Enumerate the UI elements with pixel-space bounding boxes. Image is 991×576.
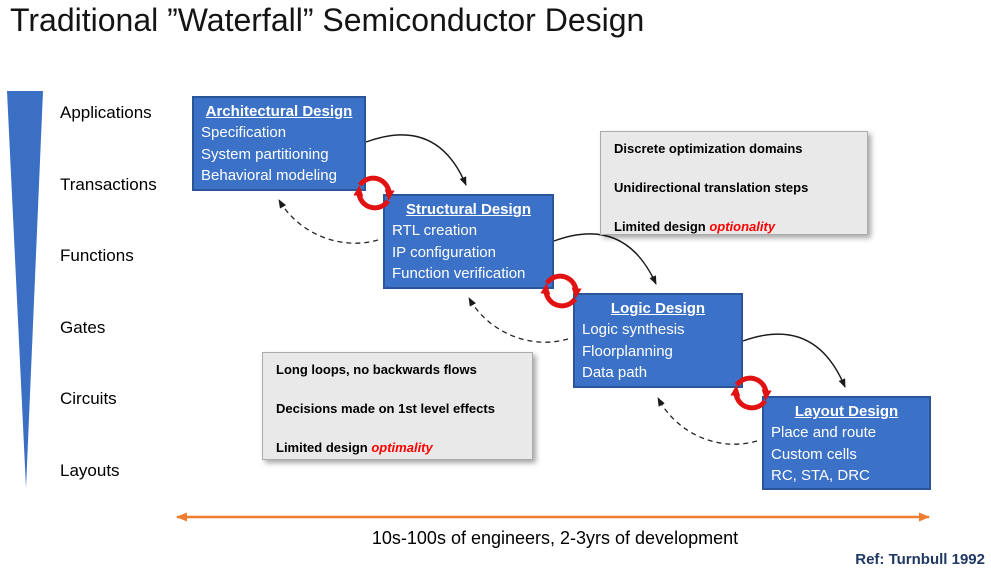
forward-arrow-3 (742, 333, 846, 388)
note-line: Long loops, no backwards flows (276, 362, 477, 377)
note-line: Unidirectional translation steps (614, 180, 809, 195)
stage-box-architectural-design: Architectural Design Specification Syste… (192, 96, 366, 191)
stage-title: Structural Design (405, 201, 532, 218)
level-label-gates: Gates (60, 318, 106, 337)
level-label-circuits: Circuits (60, 389, 117, 408)
note-line-prefix: Limited design (614, 219, 710, 234)
stage-item: Logic synthesis (582, 321, 685, 338)
stage-box-logic-design: Logic Design Logic synthesis Floorplanni… (573, 293, 743, 388)
level-label-functions: Functions (60, 246, 134, 265)
stage-item: Data path (582, 364, 648, 381)
note-line: Limited design optionality (614, 219, 854, 234)
note-emphasis-red: optimality (371, 440, 433, 455)
level-label-transactions: Transactions (60, 175, 157, 194)
stage-item: Place and route (771, 424, 877, 441)
stage-item: Floorplanning (582, 342, 673, 360)
stage-title: Logic Design (610, 300, 706, 317)
stage-item: Custom cells (771, 445, 857, 463)
reference-citation: Ref: Turnbull 1992 (855, 551, 985, 568)
stage-item: RC, STA, DRC (771, 467, 870, 484)
stage-item: Behavioral modeling (201, 167, 337, 184)
stage-title: Architectural Design (205, 103, 353, 120)
stage-item: Function verification (392, 265, 526, 282)
stage-item: System partitioning (201, 145, 329, 163)
backward-dashed-arrow-3 (657, 397, 758, 445)
note-line: Limited design optimality (276, 440, 519, 455)
note-line: Decisions made on 1st level effects (276, 401, 495, 416)
timeline-caption: 10s-100s of engineers, 2-3yrs of develop… (371, 528, 739, 548)
stage-item: RTL creation (392, 222, 478, 239)
abstraction-funnel-triangle (7, 91, 43, 488)
note-box-optimality: Long loops, no backwards flows Decisions… (262, 352, 533, 460)
note-box-optionality: Discrete optimization domains Unidirecti… (600, 131, 868, 235)
note-line: Discrete optimization domains (614, 141, 803, 156)
forward-arrow-2 (553, 233, 657, 285)
stage-box-layout-design: Layout Design Place and route Custom cel… (762, 396, 931, 490)
level-label-applications: Applications (60, 103, 152, 122)
level-label-layouts: Layouts (60, 461, 120, 480)
page-title: Traditional ”Waterfall” Semiconductor De… (10, 2, 645, 38)
stage-title: Layout Design (794, 403, 899, 420)
backward-dashed-arrow-2 (468, 297, 569, 343)
note-line-prefix: Limited design (276, 440, 372, 455)
backward-dashed-arrow-1 (278, 199, 379, 244)
stage-item: Specification (201, 124, 287, 141)
stage-item: IP configuration (392, 243, 496, 261)
stage-box-structural-design: Structural Design RTL creation IP config… (383, 194, 554, 289)
forward-arrow-1 (365, 134, 467, 186)
note-emphasis-red: optionality (709, 219, 776, 234)
